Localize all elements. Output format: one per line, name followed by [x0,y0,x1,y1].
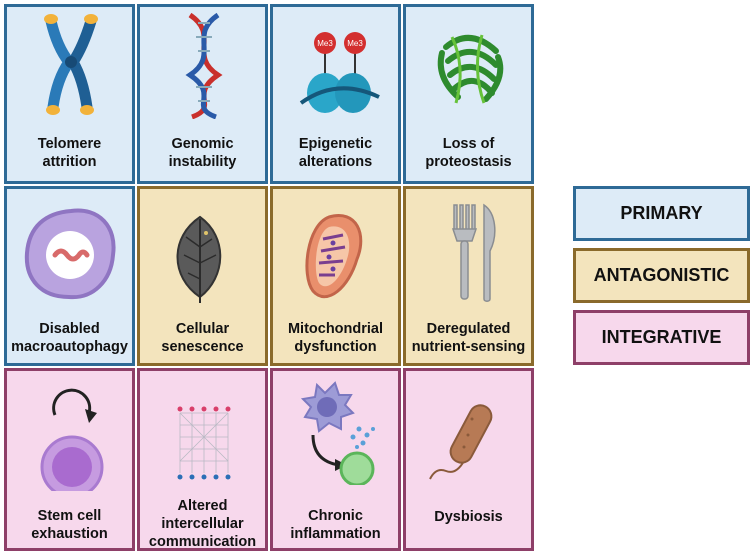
methyl-mark: Me3 [317,39,333,48]
nucleosome-icon: Me3 Me3 [299,32,380,113]
protein-icon [437,34,504,104]
immune-cell-icon [300,381,375,485]
mitochondrion-icon [305,214,363,299]
chromosome-icon [44,14,98,115]
methyl-mark: Me3 [347,39,363,48]
stem-cell-icon [40,388,104,491]
legend-primary: PRIMARY [573,186,750,241]
hallmark-label: Dysbiosis [434,509,503,525]
autophagosome-icon [24,208,116,300]
bacterium-icon [429,404,493,480]
hallmark-dysbiosis: Dysbiosis [403,368,534,551]
dead-leaf-icon [176,215,222,303]
legend-integrative: INTEGRATIVE [573,310,750,365]
dna-icon [185,12,223,119]
legend-antagonistic: ANTAGONISTIC [573,248,750,303]
network-icon [177,406,231,480]
fork-knife-icon [451,203,496,302]
